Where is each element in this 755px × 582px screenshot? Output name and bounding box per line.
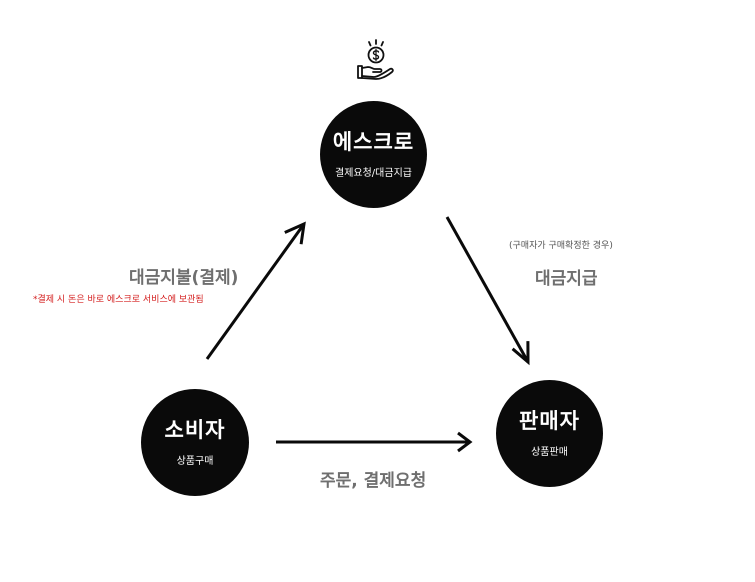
consumer-node: 소비자 상품구매	[141, 389, 249, 496]
arrow-consumer-to-escrow	[205, 221, 306, 360]
seller-subtitle: 상품판매	[531, 446, 568, 458]
escrow-title: 에스크로	[332, 130, 415, 155]
money-hand-icon	[354, 38, 398, 82]
arrow-escrow-to-seller	[445, 216, 530, 366]
escrow-node: 에스크로 결제요청/대금지급	[320, 101, 427, 208]
settlement-label: 대금지급	[535, 269, 598, 289]
escrow-hold-note: *결제 시 돈은 바로 에스크로 서비스에 보관됨	[33, 295, 204, 305]
consumer-title: 소비자	[164, 418, 226, 443]
purchase-confirm-condition: (구매자가 구매확정한 경우)	[509, 241, 613, 251]
seller-node: 판매자 상품판매	[496, 380, 603, 487]
arrow-consumer-to-seller	[276, 431, 473, 453]
order-request-label: 주문, 결제요청	[320, 471, 427, 491]
consumer-subtitle: 상품구매	[176, 455, 214, 467]
escrow-subtitle: 결제요청/대금지급	[335, 167, 412, 179]
payment-label: 대금지불(결제)	[129, 268, 239, 288]
seller-title: 판매자	[519, 409, 580, 434]
